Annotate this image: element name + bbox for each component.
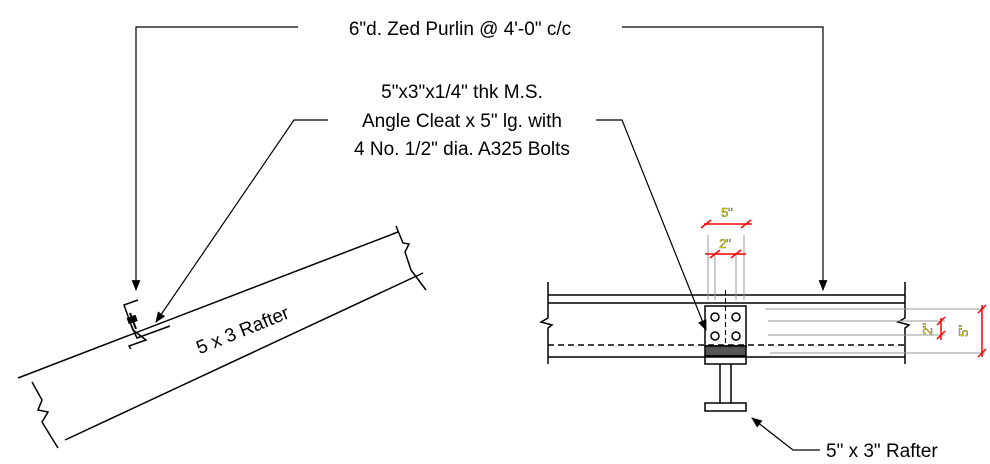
cleat-bolt-2	[731, 312, 741, 322]
cleat-bolt-3	[710, 331, 720, 341]
rafter-left-label: 5 x 3 Rafter	[193, 303, 293, 360]
rafter-bottom-flange	[704, 402, 747, 412]
cleat-base	[704, 345, 747, 357]
leaders	[131, 26, 828, 451]
cleat-bolt-1	[710, 312, 720, 322]
left-bolt-shank	[129, 312, 137, 330]
left-rafter-bottom-edge	[64, 272, 424, 441]
dim-text-top-inner: 2"	[719, 236, 731, 251]
right-break-line-left	[539, 282, 554, 364]
dim-text-side-inner: 2"	[920, 323, 935, 335]
rafter-leader-right	[751, 417, 820, 451]
rafter-top-flange	[704, 355, 747, 365]
dimension-guides	[707, 235, 985, 354]
cleat-label-line2: Angle Cleat x 5" lg. with	[362, 111, 562, 132]
left-angle-cleat	[130, 324, 171, 339]
left-rafter-top-edge	[17, 231, 399, 379]
right-break-line-right	[896, 282, 911, 364]
cleat-label-line3: 4 No. 1/2" dia. A325 Bolts	[354, 139, 570, 160]
dim-text-top-outer: 5"	[721, 205, 733, 220]
zed-purlin	[123, 299, 148, 350]
rafter-right-label: 5" x 3" Rafter	[826, 441, 938, 462]
left-break-line-left	[31, 381, 59, 449]
purlin-label: 6"d. Zed Purlin @ 4'-0" c/c	[349, 19, 571, 40]
left-break-line-right	[395, 225, 427, 291]
left-section-view	[17, 225, 427, 449]
dim-text-side-outer: 5"	[956, 325, 971, 337]
cleat-bolt-4	[731, 331, 741, 341]
right-elevation-view	[539, 235, 985, 412]
cleat-leader-right	[596, 119, 707, 332]
cleat-label-line1: 5"x3"x1/4" thk M.S.	[381, 82, 543, 103]
purlin-leader-left	[131, 26, 298, 292]
cleat-leader-left	[155, 119, 328, 323]
dimension-lines	[700, 219, 987, 358]
purlin-leader-right	[622, 26, 828, 292]
